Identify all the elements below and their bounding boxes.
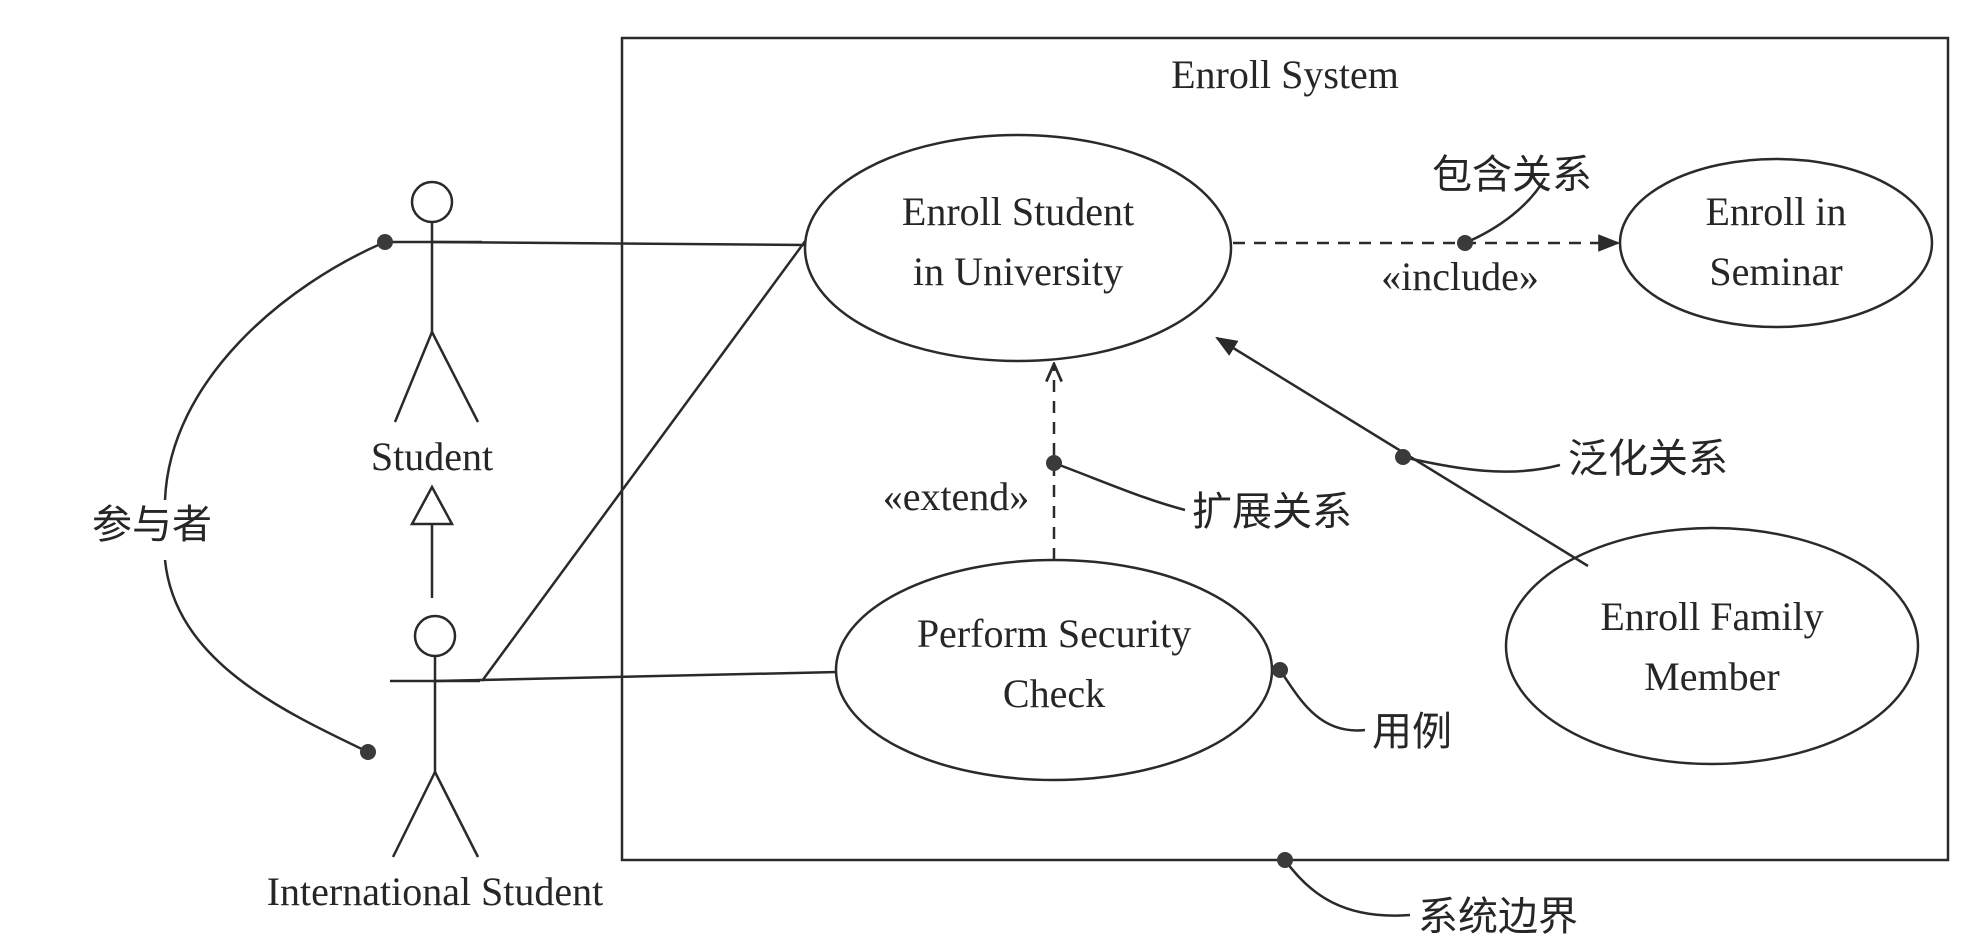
assoc-student-enroll-university <box>431 240 807 247</box>
use-case-enroll-family <box>1504 526 1920 766</box>
annotation-generalization-relation: 泛化关系 <box>1568 436 1728 482</box>
associations <box>431 239 839 683</box>
use-case-enroll-seminar <box>1618 157 1934 329</box>
use-case-security-check-line2: Check <box>1003 671 1105 716</box>
use-case-enroll-family-line1: Enroll Family <box>1600 594 1823 639</box>
annotation-actor: 参与者 <box>92 502 212 548</box>
actor-generalization <box>409 484 455 598</box>
actor-student <box>382 180 482 423</box>
include-stereotype: «include» <box>1381 254 1539 299</box>
use-case-enroll-university-line1: Enroll Student <box>902 189 1134 234</box>
assoc-intl-security-check <box>434 670 839 683</box>
assoc-intl-enroll-university <box>480 239 808 682</box>
annotation-dots <box>360 234 1473 868</box>
use-case-enroll-university <box>803 133 1233 363</box>
annotation-callouts <box>163 177 1561 917</box>
use-case-enroll-university-line2: in University <box>913 249 1123 294</box>
system-name: Enroll System <box>1171 52 1399 97</box>
annotation-system-boundary: 系统边界 <box>1418 894 1578 940</box>
annotation-include-relation: 包含关系 <box>1432 152 1592 198</box>
use-case-security-check <box>834 558 1274 782</box>
actor-international-student <box>390 614 480 858</box>
use-case-enroll-family-line2: Member <box>1644 654 1780 699</box>
extend-stereotype: «extend» <box>883 474 1030 519</box>
annotation-extend-relation: 扩展关系 <box>1192 489 1352 535</box>
actor-international-student-label: International Student <box>267 869 604 914</box>
use-case-enroll-seminar-line1: Enroll in <box>1705 189 1846 234</box>
annotation-use-case: 用例 <box>1372 709 1452 755</box>
use-case-security-check-line1: Perform Security <box>917 611 1191 656</box>
use-case-enroll-seminar-line2: Seminar <box>1709 249 1842 294</box>
actor-student-label: Student <box>371 434 493 479</box>
